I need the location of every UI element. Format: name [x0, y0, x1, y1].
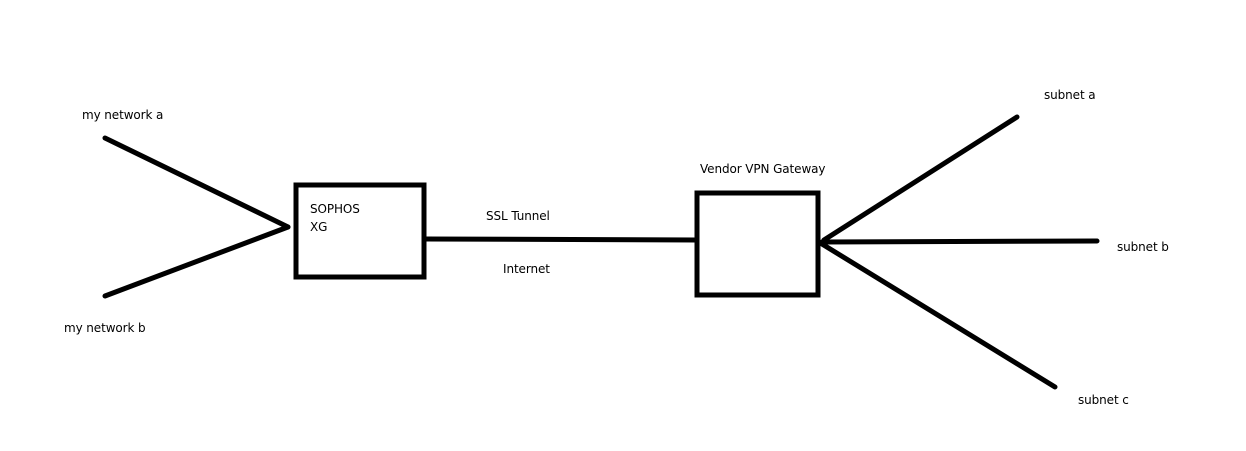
vendor-vpn-gateway-box — [694, 190, 821, 298]
edge-vendor-to-subnet-c — [819, 241, 1058, 390]
label-internet: Internet — [503, 262, 550, 276]
edge-vendor-to-subnet-b — [819, 238, 1100, 245]
label-xg: XG — [310, 220, 328, 234]
label-sophos: SOPHOS — [310, 202, 360, 216]
sophos-xg-box — [293, 182, 427, 280]
label-subnet-c: subnet c — [1078, 393, 1129, 407]
label-my-network-a: my network a — [82, 108, 164, 122]
edge-ssl-tunnel — [423, 236, 700, 243]
label-ssl-tunnel: SSL Tunnel — [486, 209, 550, 223]
edge-my-network-b-to-sophos — [102, 224, 291, 299]
label-subnet-a: subnet a — [1044, 88, 1096, 102]
edge-my-network-a-to-sophos — [102, 135, 291, 230]
label-my-network-b: my network b — [64, 321, 146, 335]
edge-vendor-to-subnet-a — [821, 114, 1020, 243]
label-vendor-vpn-gateway: Vendor VPN Gateway — [700, 162, 826, 176]
label-subnet-b: subnet b — [1117, 240, 1169, 254]
